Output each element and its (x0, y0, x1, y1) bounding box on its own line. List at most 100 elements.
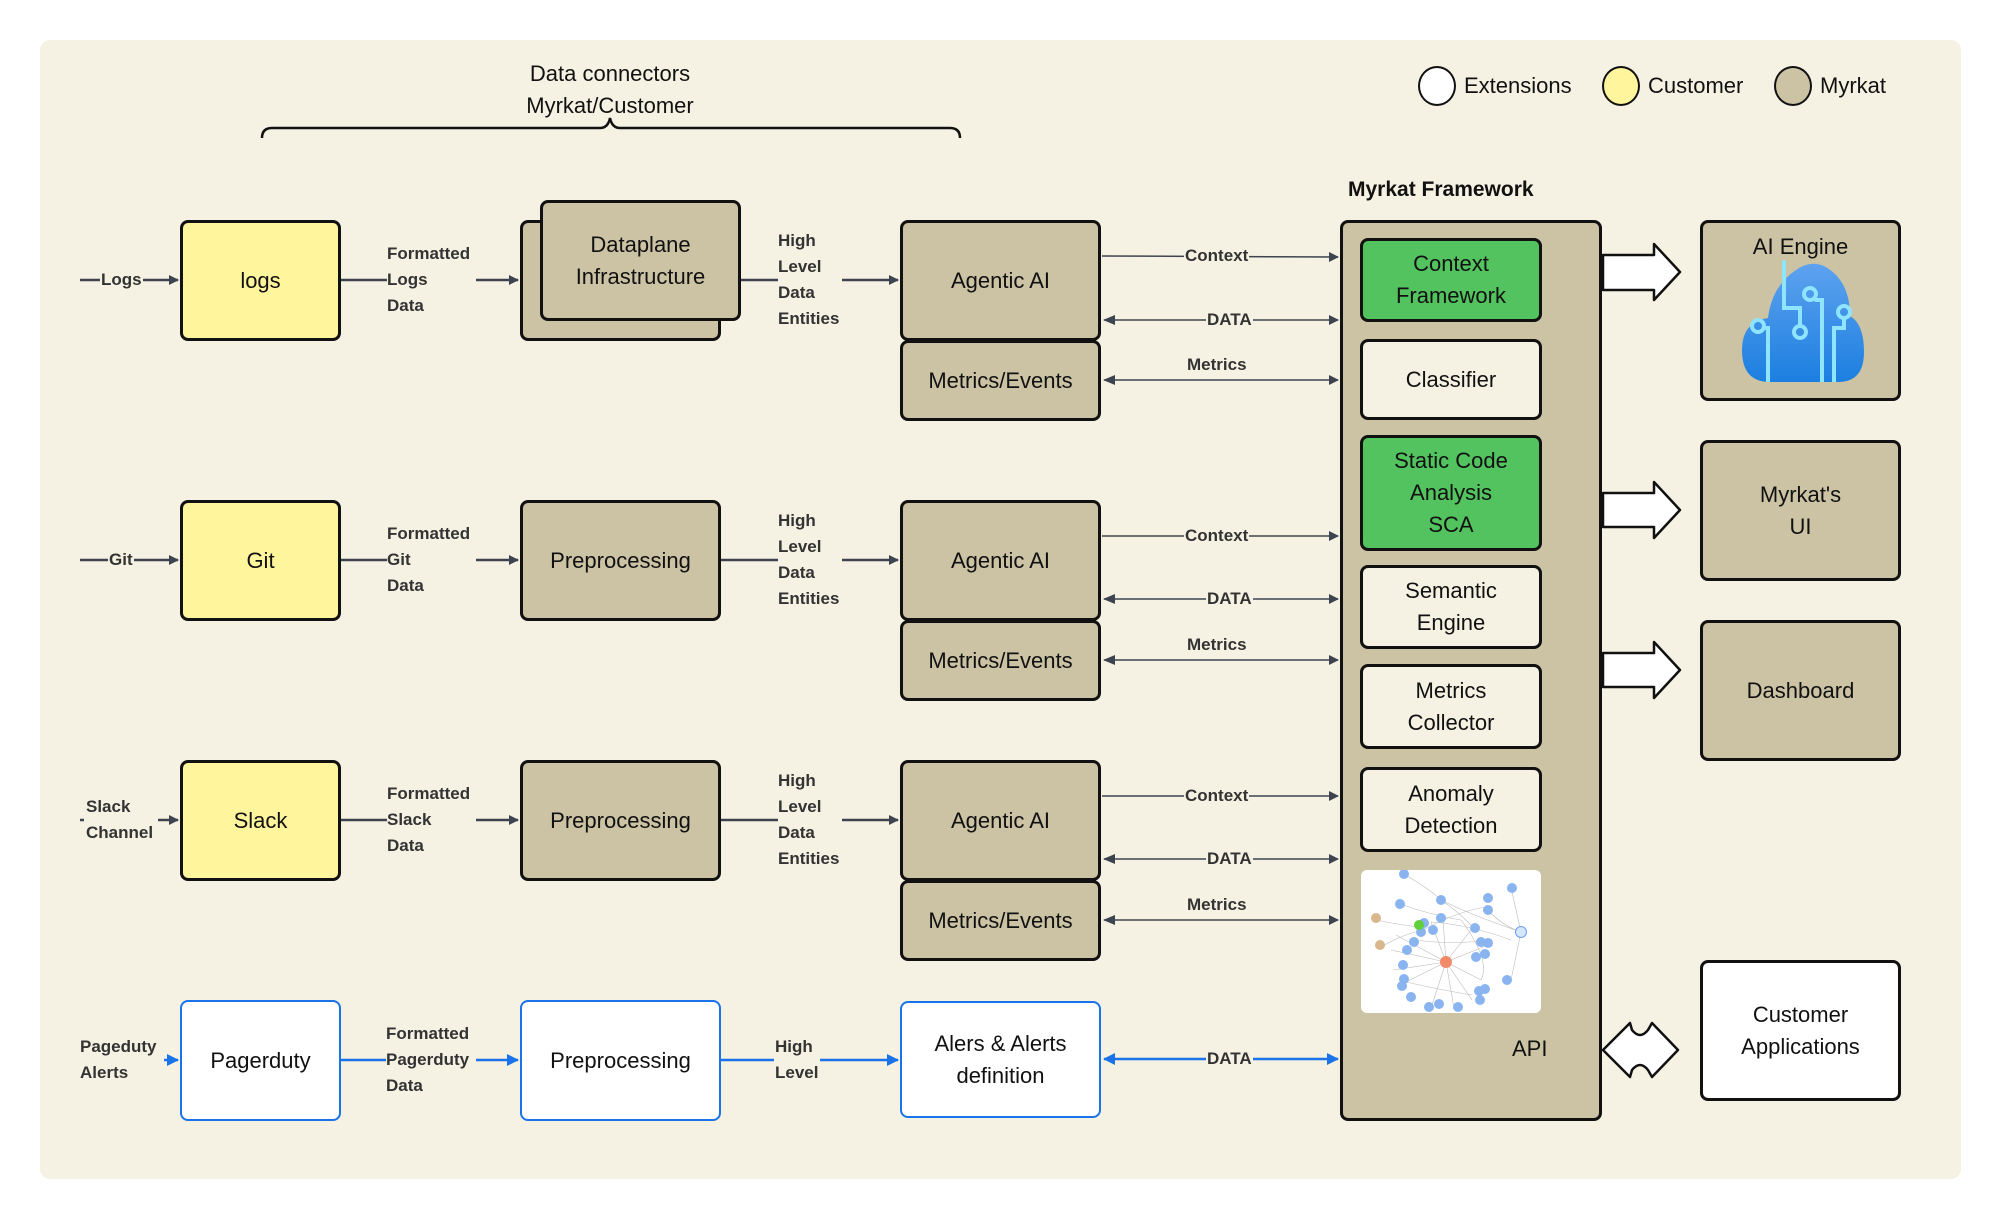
label-line: Logs (387, 267, 471, 293)
box-label: Metrics/Events (928, 367, 1073, 393)
dataplane-infrastructure[interactable]: Dataplane Infrastructure (540, 200, 741, 321)
formatted-label-row1: Formatted Logs Data (386, 241, 471, 319)
preprocessing-row4[interactable]: Preprocessing (520, 1000, 721, 1121)
source-pagerduty[interactable]: Pagerduty (180, 1000, 341, 1121)
box-label: Preprocessing (550, 807, 691, 833)
legend-swatch-extensions (1418, 66, 1456, 106)
label-line: Pagerduty (386, 1047, 470, 1073)
graph-icon (1371, 870, 1527, 1012)
box-label-line: Customer (1752, 1001, 1849, 1027)
legend-myrkat: Myrkat (1774, 66, 1886, 106)
label-line: Formatted (387, 524, 471, 543)
source-logs[interactable]: logs (180, 220, 341, 341)
link-context-row3: Context (1184, 783, 1250, 809)
module-classifier[interactable]: Classifier (1360, 339, 1542, 420)
box-label-line: Context (1413, 251, 1489, 276)
box-label: Agentic AI (950, 547, 1051, 573)
metrics-events-row3[interactable]: Metrics/Events (900, 880, 1101, 961)
metrics-events-row2[interactable]: Metrics/Events (900, 620, 1101, 701)
source-git[interactable]: Git (180, 500, 341, 621)
legend-label: Customer (1648, 73, 1744, 98)
link-metrics-row3: Metrics (1187, 895, 1247, 914)
legend-swatch-myrkat (1774, 66, 1812, 106)
label-line: Entities (778, 309, 840, 328)
source-slack[interactable]: Slack (180, 760, 341, 881)
framework-title: Myrkat Framework (1348, 178, 1534, 201)
legend-label: Extensions (1464, 73, 1572, 98)
box-label-line: definition (956, 1062, 1045, 1088)
label-line: Formatted (387, 244, 471, 263)
box-label: Agentic AI (950, 807, 1051, 833)
box-label-line: Semantic (1405, 578, 1497, 603)
input-label-logs: Logs (100, 267, 143, 293)
preprocessing-row3[interactable]: Preprocessing (520, 760, 721, 881)
label-line: Slack (86, 797, 131, 816)
box-label-line: Applications (1741, 1033, 1860, 1059)
label-line: Data (387, 296, 424, 315)
arrow-to-myrkat-ui (1601, 480, 1682, 540)
legend-customer: Customer (1602, 66, 1743, 106)
label-line: Data (778, 283, 815, 302)
label-line: Data (387, 836, 424, 855)
box-label-line: Collector (1407, 709, 1495, 735)
connectors-brace (260, 117, 962, 139)
ai-cloud-icon (1742, 260, 1864, 382)
high-level-label-row3: High Level Data Entities (777, 768, 840, 872)
box-label-line: Metrics (1415, 677, 1487, 703)
legend-swatch-customer (1602, 66, 1640, 106)
link-data-row3: DATA (1206, 846, 1253, 872)
agentic-ai-row1[interactable]: Agentic AI (900, 220, 1101, 341)
agentic-ai-row3[interactable]: Agentic AI (900, 760, 1101, 881)
input-label-pagerduty: Pageduty Alerts (79, 1034, 158, 1086)
label-line: High (778, 511, 816, 530)
box-label: Preprocessing (550, 1047, 691, 1073)
label-line: Entities (778, 849, 840, 868)
label-line: Formatted (386, 1024, 470, 1043)
high-level-label-row1: High Level Data Entities (777, 228, 840, 332)
box-label: Metrics/Events (928, 907, 1073, 933)
label-line: Level (778, 797, 822, 816)
link-metrics-row1: Metrics (1187, 355, 1247, 374)
connectors-title-line1: Data connectors (529, 61, 691, 86)
box-label: Pagerduty (210, 1047, 311, 1073)
box-label: Metrics/Events (928, 647, 1073, 673)
box-label-line: Myrkat's (1759, 481, 1842, 507)
metrics-events-row1[interactable]: Metrics/Events (900, 340, 1101, 421)
label-line: Data (386, 1076, 423, 1095)
box-label-line: UI (1789, 513, 1812, 539)
box-label: Dataplane Infrastructure (575, 232, 706, 289)
box-label: logs (240, 267, 281, 293)
box-label-line: Engine (1416, 610, 1486, 635)
input-label-slack: Slack Channel (85, 794, 154, 846)
knowledge-graph-thumbnail (1361, 870, 1541, 1013)
label-line: Level (778, 537, 822, 556)
label-line: High (778, 231, 816, 250)
arrow-to-dashboard (1601, 640, 1682, 700)
formatted-label-row3: Formatted Slack Data (386, 781, 471, 859)
input-label-git: Git (108, 547, 134, 573)
label-line: Level (775, 1063, 819, 1082)
high-level-label-row2: High Level Data Entities (777, 508, 840, 612)
link-data-row2: DATA (1206, 586, 1253, 612)
box-label-line: SCA (1428, 512, 1474, 537)
output-dashboard[interactable]: Dashboard (1700, 620, 1901, 761)
high-level-label-row4: High Level (774, 1034, 820, 1086)
alerts-definition[interactable]: Alers & Alerts definition (900, 1001, 1101, 1118)
agentic-ai-row2[interactable]: Agentic AI (900, 500, 1101, 621)
box-label: Agentic AI (950, 267, 1051, 293)
preprocessing-row2[interactable]: Preprocessing (520, 500, 721, 621)
label-line: Formatted (387, 784, 471, 803)
label-line: Level (778, 257, 822, 276)
box-label: Preprocessing (550, 547, 691, 573)
formatted-label-row2: Formatted Git Data (386, 521, 471, 599)
box-label-line: Alers & Alerts (934, 1030, 1067, 1056)
link-context-row1: Context (1184, 243, 1250, 269)
label-line: Channel (86, 823, 154, 842)
